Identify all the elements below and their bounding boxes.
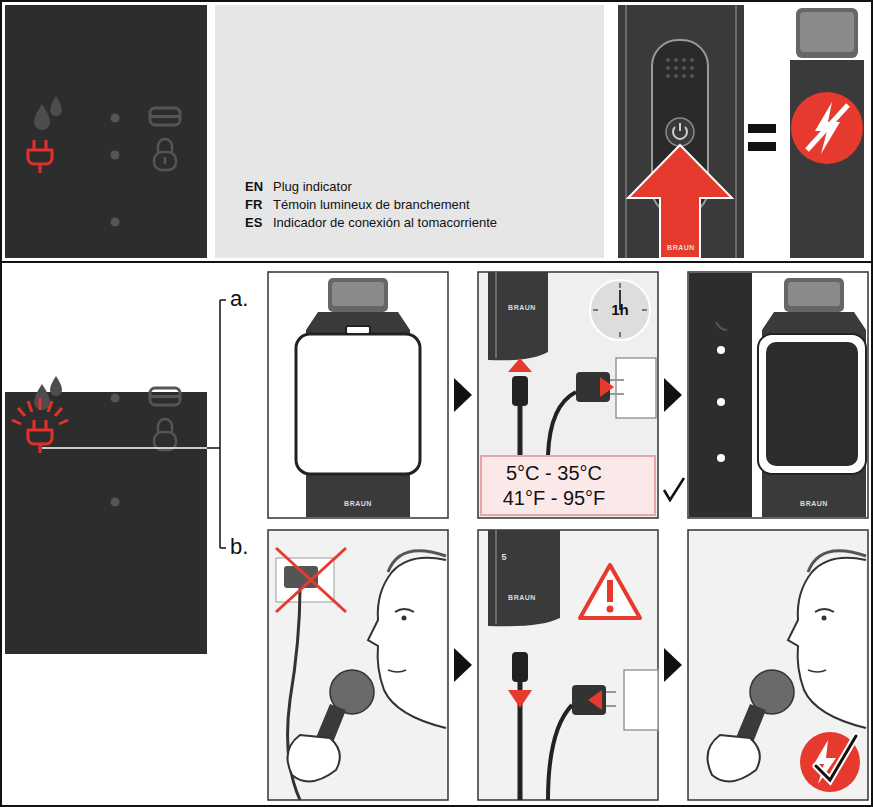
clock-face: 1h	[592, 282, 648, 338]
brand-logo: BRAUN	[800, 500, 828, 507]
language-code: FR	[245, 197, 262, 213]
caption-text: Plug indicator	[273, 179, 352, 195]
brand-logo: BRAUN	[344, 500, 372, 507]
step-letter: b.	[230, 534, 248, 559]
temperature-range: 41°F - 95°F	[503, 486, 606, 511]
brand-logo: BRAUN	[667, 244, 695, 251]
caption-text: Indicador de conexión al tomacorriente	[273, 215, 497, 231]
language-code: ES	[245, 215, 262, 231]
caption-text: Témoin lumineux de branchement	[273, 197, 470, 213]
brand-logo: BRAUN	[508, 594, 536, 601]
text-panel: EN Plug indicatorFR Témoin lumineux de bra…	[215, 5, 604, 258]
temperature-range: 5°C - 35°C	[506, 461, 602, 486]
brand-logo: BRAUN	[508, 304, 536, 311]
language-code: EN	[245, 179, 263, 195]
temperature-box: 5°C - 35°C41°F - 95°F	[480, 455, 656, 516]
time-label: 1h	[611, 301, 629, 320]
step-letter: a.	[230, 286, 248, 311]
model-number: 5	[501, 552, 506, 562]
